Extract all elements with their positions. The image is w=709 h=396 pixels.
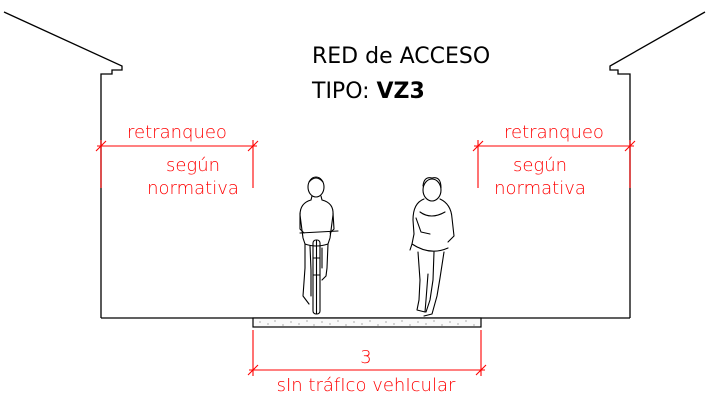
right-setback-label: retranqueo xyxy=(504,122,604,143)
right-building-outline xyxy=(609,11,706,318)
pavement xyxy=(252,317,482,328)
section-title: RED de ACCESO xyxy=(312,44,490,69)
section-type: TIPO: VZ3 xyxy=(311,79,425,104)
section-type-code: VZ3 xyxy=(377,79,425,104)
cyclist-figure xyxy=(299,176,339,315)
right-setback-label-2: según xyxy=(513,155,567,176)
section-type-prefix: TIPO: xyxy=(311,79,377,104)
left-building-outline xyxy=(3,11,123,318)
width-label: sIn tráfIco vehIcular xyxy=(277,375,456,396)
left-setback-dimension xyxy=(95,140,259,188)
left-setback-label-3: normativa xyxy=(147,178,239,199)
left-setback-label: retranqueo xyxy=(127,122,227,143)
pedestrian-figure xyxy=(409,177,455,317)
width-value: 3 xyxy=(360,347,371,368)
right-setback-label-3: normativa xyxy=(494,178,586,199)
width-dimension xyxy=(247,330,487,376)
right-setback-dimension xyxy=(472,140,636,188)
left-setback-label-2: según xyxy=(166,155,220,176)
